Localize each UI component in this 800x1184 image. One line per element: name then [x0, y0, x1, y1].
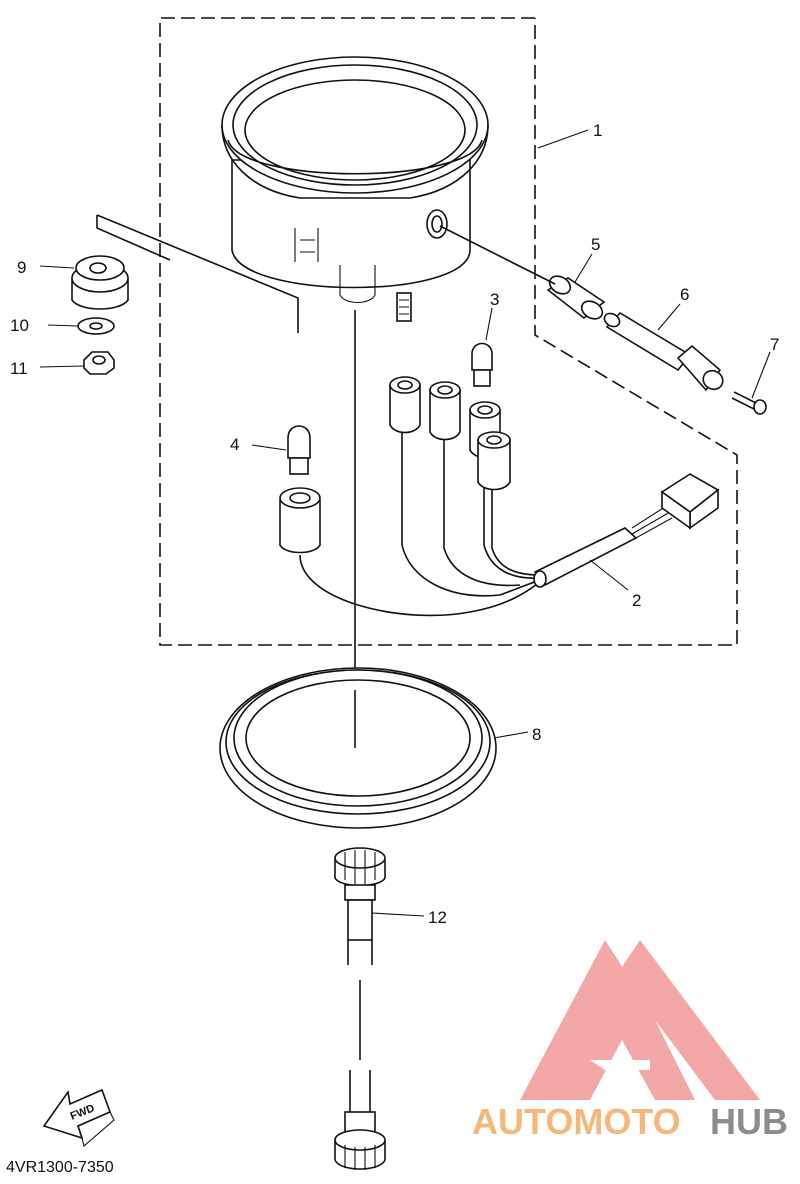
callout-11: 11 — [10, 359, 28, 378]
callout-6: 6 — [680, 285, 689, 304]
sleeve-leader — [439, 225, 556, 285]
callout-9-leader — [39, 265, 75, 269]
harness-socket-a — [389, 376, 421, 434]
callout-7-leader — [751, 351, 771, 399]
part-8-gasket — [219, 667, 497, 829]
callout-4-leader — [251, 444, 287, 451]
harness-socket-d — [477, 431, 511, 491]
fwd-arrow-icon: FWD — [42, 1088, 115, 1148]
callout-2-leader — [589, 559, 629, 591]
callout-8: 8 — [532, 725, 541, 744]
part-2-wire-harness — [299, 376, 720, 617]
callout-9: 9 — [17, 258, 26, 277]
part-7-screw — [731, 391, 767, 415]
watermark-g-shape — [590, 1060, 650, 1070]
part-12-meter-cable — [334, 847, 386, 1170]
callout-4: 4 — [230, 435, 239, 454]
part-6-pipe — [603, 311, 724, 392]
bracket-leader-line — [96, 214, 299, 333]
part-11-nut — [83, 351, 115, 375]
callout-12-leader — [371, 912, 425, 917]
callout-1-leader — [537, 129, 589, 149]
watermark-triangle-inner — [590, 940, 760, 1100]
assembly-boundary — [159, 17, 738, 646]
harness-socket-b — [429, 381, 461, 441]
callout-8-leader — [493, 731, 529, 739]
callout-12: 12 — [428, 908, 447, 927]
watermark-text-hub: HUB — [710, 1101, 788, 1142]
callout-3: 3 — [490, 290, 499, 309]
part-3-bulb — [471, 342, 493, 387]
part-1-meter-housing — [221, 56, 489, 322]
callout-10: 10 — [10, 316, 29, 335]
watermark-logo — [520, 940, 760, 1100]
callout-10-leader — [47, 324, 79, 327]
bracket-leader-line-2 — [96, 215, 171, 261]
callout-7: 7 — [770, 335, 779, 354]
part-10-washer — [77, 317, 115, 335]
callout-3-leader — [485, 307, 493, 341]
callout-5: 5 — [591, 235, 600, 254]
part-9-grommet — [71, 255, 129, 310]
callout-2: 2 — [632, 591, 641, 610]
watermark-text-automoto: AUTOMOTO — [472, 1101, 681, 1142]
callout-5-leader — [574, 253, 593, 283]
callout-1: 1 — [593, 121, 602, 140]
callout-6-leader — [657, 303, 681, 331]
part-code-label: 4VR1300-7350 — [6, 1159, 114, 1176]
part-4-bulb — [287, 425, 311, 475]
callout-11-leader — [39, 365, 85, 368]
part-5-sleeve — [546, 275, 606, 320]
part-4-socket — [279, 487, 321, 554]
